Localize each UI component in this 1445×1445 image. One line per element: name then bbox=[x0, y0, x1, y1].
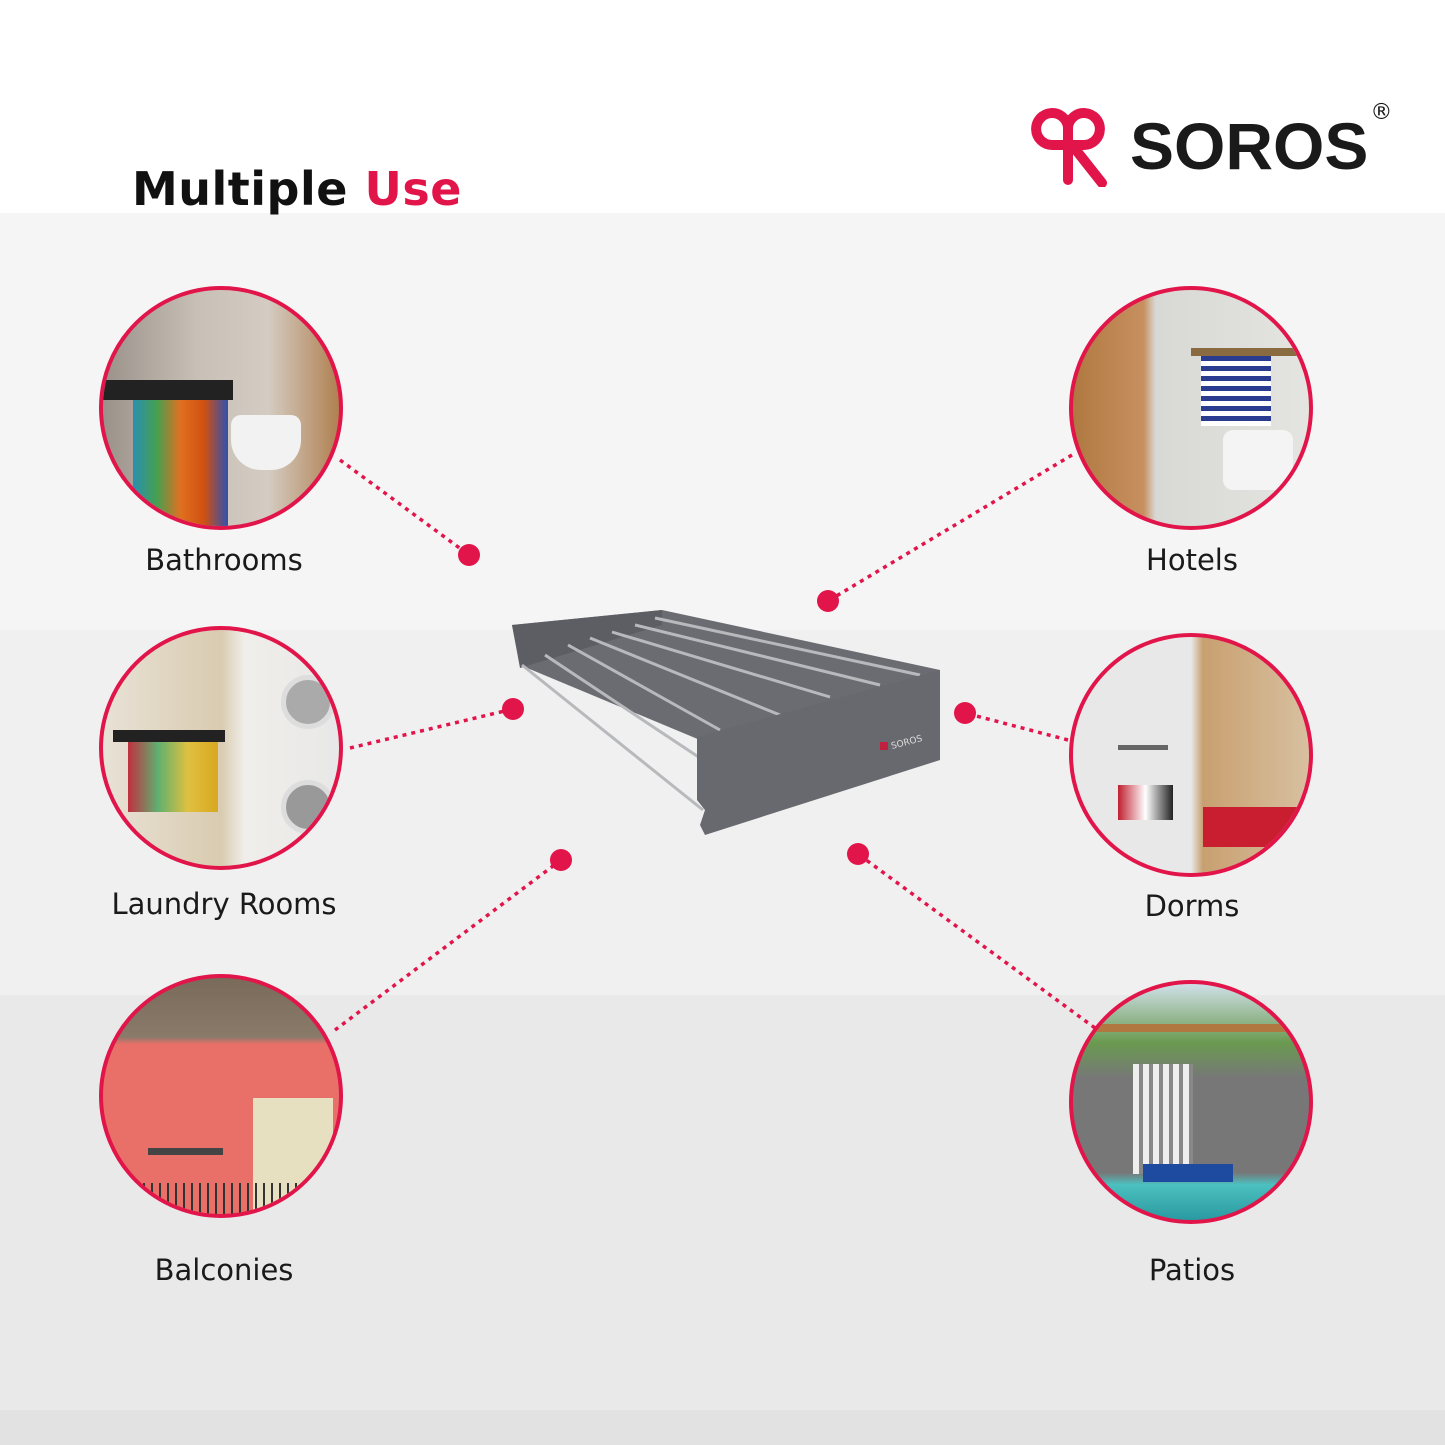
drying-rack-image: SOROS bbox=[512, 610, 940, 835]
photo-balconies bbox=[99, 974, 343, 1218]
photo-laundry-rooms bbox=[99, 626, 343, 870]
rack-in-photo bbox=[113, 730, 225, 742]
registered-mark: ® bbox=[1370, 100, 1393, 125]
dot-laundry bbox=[502, 698, 524, 720]
brand-name: SOROS bbox=[1130, 109, 1369, 183]
title-part1: Multiple bbox=[132, 162, 348, 216]
label-bathrooms: Bathrooms bbox=[145, 543, 303, 577]
rack-in-photo bbox=[1118, 745, 1168, 750]
rack-in-photo bbox=[1191, 348, 1301, 356]
soros-monogram-icon bbox=[1031, 108, 1107, 187]
towels-in-photo bbox=[1118, 785, 1173, 820]
title-accent: Use bbox=[364, 162, 462, 216]
photo-hotels bbox=[1069, 286, 1313, 530]
toilet-in-photo bbox=[231, 415, 301, 470]
connector-balconies bbox=[333, 858, 563, 1032]
label-laundry-rooms: Laundry Rooms bbox=[111, 887, 337, 921]
railing-in-photo bbox=[103, 1183, 339, 1214]
pergola-in-photo bbox=[1093, 1024, 1293, 1032]
dot-balconies bbox=[550, 849, 572, 871]
screen-in-photo bbox=[1133, 1064, 1193, 1174]
dryer-in-photo bbox=[281, 780, 335, 834]
connector-bathrooms bbox=[338, 458, 471, 557]
label-hotels: Hotels bbox=[1146, 543, 1238, 577]
connector-patios bbox=[856, 852, 1097, 1030]
photo-patios bbox=[1069, 980, 1313, 1224]
photo-dorms bbox=[1069, 633, 1313, 877]
label-balconies: Balconies bbox=[154, 1253, 294, 1287]
dot-dorms bbox=[954, 702, 976, 724]
towels-in-photo bbox=[133, 400, 228, 526]
dot-patios bbox=[847, 843, 869, 865]
rack-in-photo bbox=[148, 1148, 223, 1155]
dot-bathrooms bbox=[458, 544, 480, 566]
connector-laundry bbox=[349, 707, 514, 750]
bed-in-photo bbox=[1203, 807, 1309, 847]
photo-bathrooms bbox=[99, 286, 343, 530]
connector-dorms bbox=[964, 711, 1069, 742]
dot-hotels bbox=[817, 590, 839, 612]
towels-in-photo bbox=[1201, 356, 1271, 426]
brand-logo: SOROS ® bbox=[1030, 100, 1392, 192]
page-title: Multiple Use bbox=[132, 162, 462, 216]
lounger-in-photo bbox=[1143, 1164, 1233, 1182]
label-patios: Patios bbox=[1148, 1253, 1236, 1287]
washer-in-photo bbox=[281, 675, 335, 729]
towels-in-photo bbox=[128, 742, 218, 812]
connector-hotels bbox=[827, 453, 1073, 603]
pillow-in-photo bbox=[1223, 430, 1293, 490]
rack-in-photo bbox=[103, 380, 233, 400]
label-dorms: Dorms bbox=[1144, 889, 1240, 923]
